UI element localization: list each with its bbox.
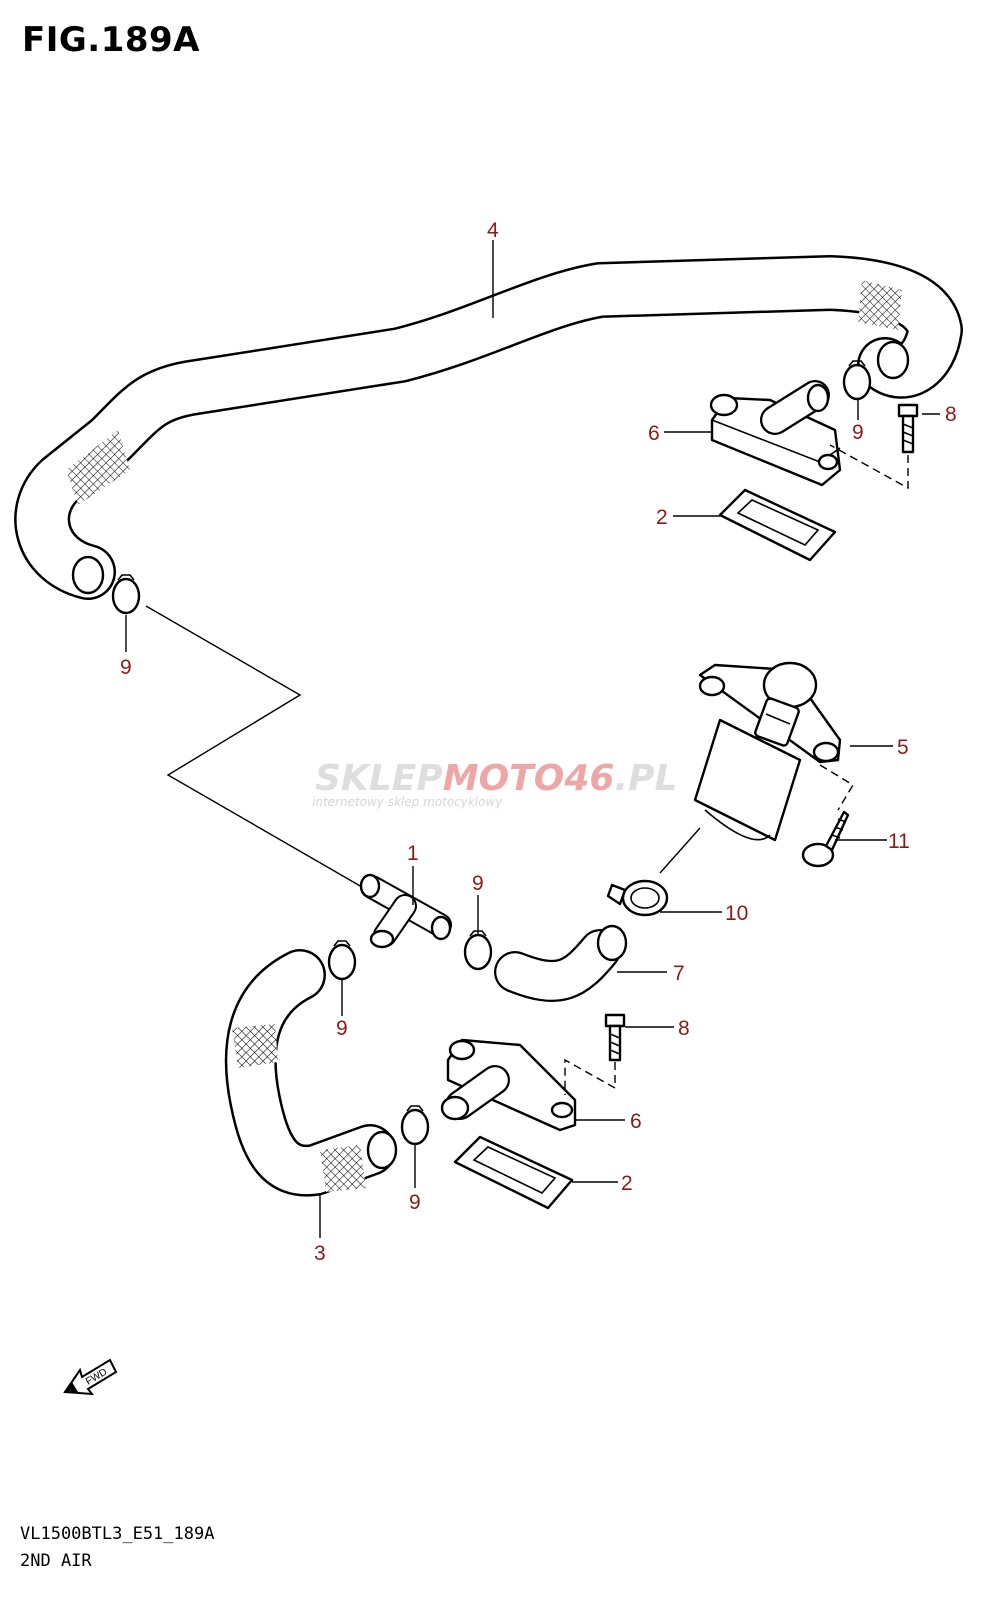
reed-gasket-upper-part-2 — [718, 488, 837, 562]
svg-text:SKLEPMOTO46.PL: SKLEPMOTO46.PL — [315, 758, 677, 799]
figure-title: FIG.189A — [22, 20, 200, 60]
bolt-lower-part-8 — [604, 1013, 626, 1062]
t-joint-part-1 — [359, 873, 452, 949]
clamp-part-9-d — [463, 930, 493, 971]
callout-5: 5 — [897, 736, 909, 759]
lower-bolt-guide — [564, 1058, 616, 1095]
upper-bolt-guide — [829, 444, 909, 490]
fwd-arrow-icon: FWD — [63, 1358, 118, 1396]
watermark-brand-pl: .PL — [614, 758, 677, 799]
upper-hose-to-joint-line — [145, 605, 363, 888]
reed-cover-lower-part-6 — [440, 1038, 577, 1132]
reed-cover-upper-part-6 — [709, 380, 842, 487]
callout-8-upper: 8 — [945, 403, 957, 426]
elbow-hose-part-7 — [494, 924, 628, 1002]
callout-9-center-left: 9 — [336, 1017, 348, 1040]
leader-lines — [125, 240, 940, 1238]
callout-4: 4 — [487, 219, 499, 242]
watermark-brand-46: 46 — [563, 758, 614, 799]
hose-clip-part-10 — [606, 879, 669, 917]
callout-8-lower: 8 — [678, 1017, 690, 1040]
callout-9-lower: 9 — [409, 1191, 421, 1214]
watermark-brand-moto: MOTO — [443, 758, 565, 799]
upper-hose-part-4 — [14, 255, 963, 600]
callout-10: 10 — [725, 902, 748, 925]
reed-gasket-lower-part-2 — [453, 1135, 574, 1210]
valve-hose-connection — [659, 827, 701, 874]
callout-9-left: 9 — [120, 656, 132, 679]
screw-guide — [819, 764, 854, 811]
model-code: VL1500BTL3_E51_189A — [20, 1524, 215, 1544]
screw-part-11 — [801, 810, 850, 868]
callout-11: 11 — [888, 830, 910, 853]
bolt-upper-part-8 — [897, 403, 919, 454]
callout-6-lower: 6 — [630, 1110, 642, 1133]
callout-2-lower: 2 — [621, 1172, 633, 1195]
solenoid-valve-part-5 — [693, 661, 842, 842]
watermark-tagline: internetowy sklep motocyklowy — [312, 795, 503, 809]
clamp-part-9-c — [327, 940, 357, 981]
lower-hose-part-3 — [224, 949, 398, 1197]
watermark: SKLEPMOTO46.PL internetowy sklep motocyk… — [312, 758, 677, 809]
watermark-brand-sklep: SKLEP — [315, 758, 443, 799]
callout-1: 1 — [407, 842, 419, 865]
callout-2-upper: 2 — [656, 506, 668, 529]
clamp-part-9-e — [400, 1105, 430, 1146]
clamp-part-9-a — [111, 574, 141, 615]
callout-9-upper-right: 9 — [852, 421, 864, 444]
section-name: 2ND AIR — [20, 1551, 92, 1571]
clamp-part-9-b — [842, 360, 872, 401]
callout-7: 7 — [673, 962, 685, 985]
callout-3: 3 — [314, 1242, 326, 1265]
callout-6-upper: 6 — [648, 422, 660, 445]
callout-9-middle: 9 — [472, 872, 484, 895]
